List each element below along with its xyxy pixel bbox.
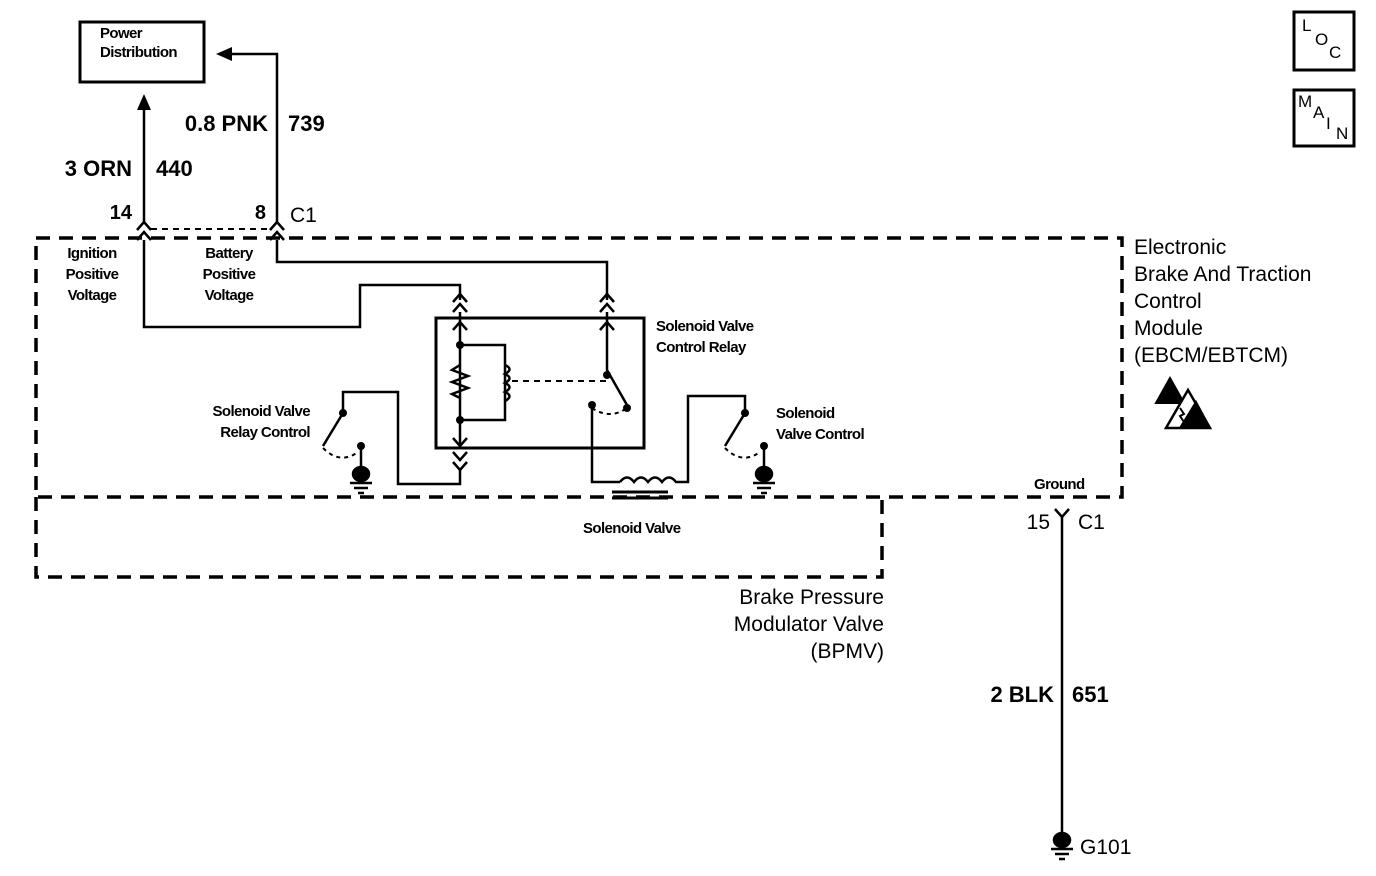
wire-651-circuit: 651: [1072, 682, 1109, 707]
power-distribution-box: [78, 20, 206, 84]
relay-coil: [502, 363, 511, 403]
battery-feed-wire: [275, 240, 609, 300]
wire-739-circuit: 739: [288, 111, 325, 136]
relay-pin-a-top: [452, 292, 468, 313]
ignition-positive-voltage-label: Ignition Positive Voltage: [65, 245, 119, 304]
battery-positive-voltage-label: Battery Positive Voltage: [202, 245, 256, 304]
pin-14-label: 14: [109, 202, 132, 224]
solenoid-valve-control-relay-box: [434, 316, 646, 450]
ground-g101-icon: [1051, 831, 1073, 861]
relay-switch: [605, 322, 629, 406]
power-distribution-label: Power Distribution: [100, 25, 178, 61]
solenoid-valve-coil: [619, 394, 747, 485]
arrow-440: [137, 94, 151, 110]
main-icon: [1292, 88, 1356, 148]
main-icon-letter-n: N: [1336, 124, 1349, 143]
loc-icon: [1292, 10, 1356, 72]
relay-coil-wiring: [460, 343, 507, 422]
ground-g101-label: G101: [1080, 836, 1132, 859]
solenoid-valve-label: Solenoid Valve: [583, 520, 681, 537]
main-icon-letter-a: A: [1313, 103, 1325, 122]
wire-440-gauge-color: 3 ORN: [64, 156, 132, 181]
pin-8-label: 8: [254, 202, 266, 224]
ebcm-boundary: [34, 236, 1124, 499]
solenoid-valve-control-relay-label: Solenoid Valve Control Relay: [656, 318, 754, 356]
pin-15-label: 15: [1026, 511, 1050, 534]
ebcm-module-label: Electronic Brake And Traction Control Mo…: [1134, 236, 1312, 367]
relay-control-switch: [321, 412, 345, 447]
relay-resistor: [448, 363, 472, 400]
ignition-feed-wire: [142, 240, 462, 329]
wire-651-gauge-color: 2 BLK: [990, 682, 1054, 707]
internal-ground-right-icon: [753, 465, 775, 495]
main-icon-letter-m: M: [1298, 92, 1313, 111]
pin-15-terminal: [1054, 508, 1070, 519]
internal-ground-left-icon: [350, 465, 372, 495]
bpmv-module-label: Brake Pressure Modulator Valve (BPMV): [733, 586, 884, 663]
solenoid-control-switch: [723, 412, 747, 447]
relay-pin-b-top: [599, 292, 615, 313]
bpmv-boundary: [34, 497, 884, 579]
connector-c1-ground-label: C1: [1078, 511, 1105, 534]
solenoid-valve-control-label: Solenoid Valve Control: [776, 405, 865, 443]
loc-icon-letter-l: L: [1302, 16, 1312, 35]
relay-control-wire: [341, 390, 462, 486]
ground-label: Ground: [1034, 476, 1085, 493]
wire-440-circuit: 440: [156, 156, 193, 181]
wire-739-gauge-color: 0.8 PNK: [184, 111, 268, 136]
esd-warning-icon: [1154, 375, 1213, 430]
solenoid-valve-relay-control-label: Solenoid Valve Relay Control: [212, 403, 311, 441]
loc-icon-letter-c: C: [1329, 43, 1342, 62]
connector-c1-top-label: C1: [290, 204, 317, 227]
loc-icon-letter-o: O: [1315, 30, 1329, 49]
wire-739: [230, 52, 279, 222]
main-icon-letter-i: I: [1326, 114, 1331, 133]
arrow-739: [216, 47, 232, 61]
